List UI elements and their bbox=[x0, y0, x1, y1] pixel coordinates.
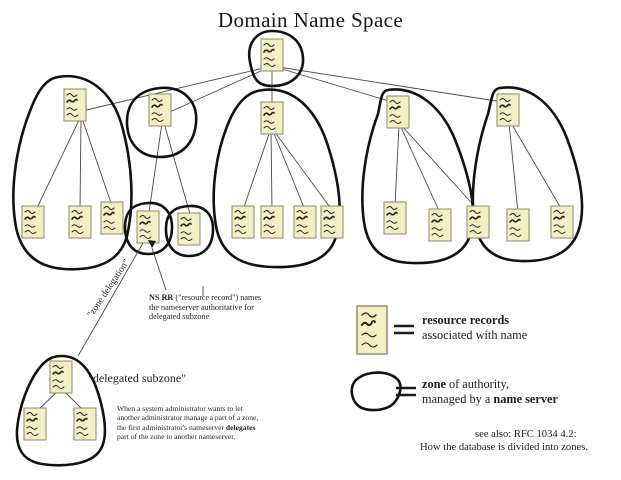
tree-edges bbox=[35, 65, 563, 413]
node-zone3-parent bbox=[260, 101, 284, 135]
zone-outline-delegated-subzone bbox=[15, 354, 107, 467]
zone-outline-5 bbox=[471, 86, 584, 263]
edge-z4-c3 bbox=[400, 124, 479, 211]
edge-z2-del-b bbox=[163, 122, 191, 215]
legend-zone-bold: zone bbox=[422, 377, 446, 391]
edge-z3-c2 bbox=[270, 130, 273, 211]
delegated-subzone-label: "delegated subzone" bbox=[88, 371, 187, 385]
node-zone1-child-1 bbox=[21, 205, 45, 239]
ns-rr-annotation: NS RR ("resource record") names the name… bbox=[149, 293, 264, 322]
legend-equals-icon-2 bbox=[396, 386, 416, 397]
node-zone5-parent bbox=[496, 93, 520, 127]
node-zone4-child-1 bbox=[383, 201, 407, 235]
zone-outline-1 bbox=[12, 74, 133, 271]
node-zone2-parent bbox=[148, 93, 172, 127]
node-delegated-a bbox=[136, 210, 160, 244]
node-zone1-child-2 bbox=[68, 205, 92, 239]
zone-outline-3 bbox=[212, 88, 341, 269]
node-zone5-child-2 bbox=[550, 205, 574, 239]
edge-root-zone5 bbox=[271, 65, 510, 104]
legend-zone-text: zone of authority, managed by a name ser… bbox=[422, 377, 612, 406]
node-zone5-child-1 bbox=[506, 208, 530, 242]
edge-z5-c1 bbox=[508, 122, 519, 214]
node-zone4-child-3 bbox=[466, 205, 490, 239]
node-zone1-parent bbox=[63, 88, 87, 122]
ns-rr-bold-lead: NS RR bbox=[149, 293, 174, 302]
edge-z1-c3 bbox=[81, 117, 113, 207]
edge-z1-c2 bbox=[79, 117, 82, 211]
arrowhead-nsrr bbox=[148, 240, 156, 248]
node-root bbox=[260, 38, 284, 72]
page-title: Domain Name Space bbox=[217, 8, 404, 32]
legend-equals-icon-1 bbox=[394, 324, 414, 335]
legend-zone-line2-bold: name server bbox=[493, 391, 558, 406]
legend-zone-line2-prefix: managed by a bbox=[422, 391, 494, 406]
legend-resource-records-text: resource records associated with name bbox=[422, 313, 612, 342]
node-subzone-child-2 bbox=[73, 407, 97, 441]
node-zone1-child-3 bbox=[100, 201, 124, 235]
leader-zone-delegation bbox=[77, 242, 144, 357]
node-zone4-child-2 bbox=[428, 208, 452, 242]
node-subzone-parent bbox=[49, 360, 73, 394]
node-delegated-b bbox=[177, 212, 201, 246]
edge-z1-c1 bbox=[35, 117, 81, 211]
leader-nsrr bbox=[151, 247, 167, 291]
footnote-line-2: How the database is divided into zones. bbox=[420, 442, 588, 453]
annotation-leaders bbox=[77, 240, 204, 357]
paragraph-bold-delegates: delegates bbox=[225, 422, 256, 432]
node-zone3-child-2 bbox=[260, 205, 284, 239]
node-subzone-child-1 bbox=[23, 407, 47, 441]
edge-z4-c1 bbox=[394, 124, 400, 207]
edge-z3-c3 bbox=[272, 130, 306, 211]
edge-z3-c4 bbox=[273, 130, 333, 211]
legend-zone-rest: of authority, bbox=[445, 377, 509, 391]
footnote-line-1: see also: RFC 1034 4.2: bbox=[475, 429, 577, 440]
legend-zone-blob-icon bbox=[350, 371, 402, 412]
edge-z4-c2 bbox=[399, 124, 441, 214]
zone-outline-2 bbox=[125, 86, 198, 159]
edge-z5-c2 bbox=[510, 122, 563, 211]
edge-z2-del-a bbox=[148, 122, 163, 213]
node-zone3-child-4 bbox=[320, 205, 344, 239]
paragraph-part2: part of the zone to another nameserver. bbox=[117, 432, 236, 442]
legend-rr-rest: associated with name bbox=[422, 327, 528, 342]
legend-note-card-icon bbox=[356, 305, 388, 355]
delegation-explanation-paragraph: When a system administrator wants to let… bbox=[117, 404, 265, 442]
footnote: see also: RFC 1034 4.2: How the database… bbox=[420, 428, 620, 454]
legend-rr-bold: resource records bbox=[422, 313, 510, 327]
zone-outlines bbox=[12, 29, 584, 467]
paragraph-part1: When a system administrator wants to let… bbox=[117, 404, 259, 432]
node-zone3-child-3 bbox=[293, 205, 317, 239]
ns-rr-rest: ("resource record") names the nameserver… bbox=[149, 293, 262, 322]
zone-outline-delegated-b bbox=[164, 204, 215, 258]
legend-glyphs bbox=[350, 305, 416, 412]
edge-z3-c1 bbox=[242, 130, 271, 211]
node-zone4-parent bbox=[386, 95, 410, 129]
zone-outline-root bbox=[247, 29, 305, 88]
node-zone3-child-1 bbox=[231, 205, 255, 239]
edge-root-zone4 bbox=[271, 65, 400, 105]
zone-outline-4 bbox=[361, 88, 475, 265]
